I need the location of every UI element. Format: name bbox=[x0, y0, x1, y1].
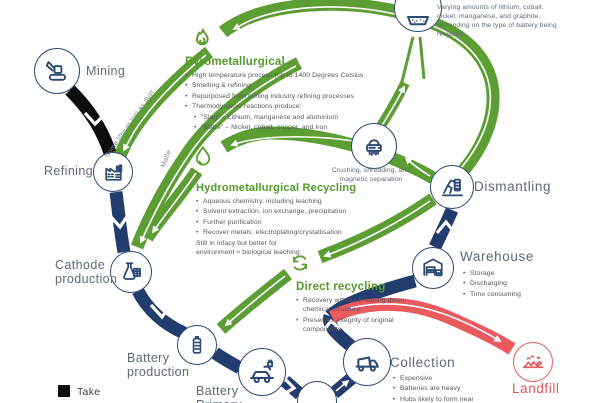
excavator-icon bbox=[45, 61, 67, 81]
flask-icon bbox=[123, 262, 141, 280]
take-ribbon-mining-to-refining bbox=[65, 85, 117, 156]
hydrometallurgical-note-line1: Still in infacy but better for bbox=[196, 239, 278, 247]
warehouse-label: Warehouse bbox=[460, 249, 534, 264]
take-legend-swatch bbox=[58, 385, 70, 397]
battery-icon bbox=[192, 335, 202, 354]
hydrometallurgical-note-line2: environment ≈ biological leaching bbox=[196, 248, 300, 256]
take-legend-label: Take bbox=[77, 386, 101, 398]
crushing-caption: Crushing, shredding, and magnetic separa… bbox=[331, 167, 411, 183]
black-mass-note: Varying amounts of lithium, cobalt, nick… bbox=[437, 4, 557, 38]
battery-primary-use-label: Battery Primary use bbox=[196, 384, 241, 403]
direct-recycling-block: Direct recycling Recovery without breaki… bbox=[296, 281, 408, 336]
dismantling-label: Dismantling bbox=[474, 179, 552, 194]
battery-production-node bbox=[177, 325, 217, 365]
pyrometallurgical-bullets: High temperature process (up to 1400 Deg… bbox=[185, 71, 365, 112]
collection-node bbox=[343, 338, 391, 386]
hydrometallurgical-bullets: Aqueous chemistry, including leaching So… bbox=[196, 197, 366, 238]
direct-recycling-title: Direct recycling bbox=[296, 281, 386, 293]
pyrometallurgical-sub-bullets: “Slag” – Lithium, manganese and aluminiu… bbox=[194, 113, 365, 133]
dismantling-node bbox=[430, 165, 474, 209]
black-mass-fork-line-left bbox=[397, 36, 415, 95]
landfill-node bbox=[513, 342, 553, 382]
flame-icon bbox=[195, 28, 209, 46]
black-mass-tray-icon bbox=[407, 16, 429, 26]
landfill-label: Landfill bbox=[512, 381, 560, 396]
hydrometallurgical-block: Hydrometallurgical Recycling Aqueous che… bbox=[196, 182, 366, 257]
mining-node bbox=[34, 48, 80, 94]
electric-car-icon bbox=[250, 359, 274, 383]
hydro-droplet-icon-wrap bbox=[192, 145, 214, 178]
ribbon-cathode-to-battery-production bbox=[132, 287, 187, 339]
pyro-flame-icon-wrap bbox=[189, 26, 217, 60]
cathode-production-label: Cathode production bbox=[55, 258, 118, 286]
landfill-icon bbox=[522, 355, 544, 369]
ribbon-dismantling-to-hydro bbox=[220, 126, 437, 184]
refining-node bbox=[93, 152, 133, 192]
mining-label: Mining bbox=[86, 64, 126, 78]
warehouse-icon bbox=[423, 258, 443, 277]
ribbon-refining-to-cathode bbox=[109, 191, 131, 254]
ribbon-battery-production-to-primary-use bbox=[211, 347, 244, 374]
pyrometallurgical-title: Pyrometallurgical bbox=[185, 56, 285, 68]
black-mass-fork-line-right bbox=[418, 36, 426, 80]
collection-bullets: Expensive Batteries are heavy Hubs likel… bbox=[393, 374, 475, 403]
factory-icon bbox=[104, 163, 122, 181]
dump-truck-icon bbox=[355, 356, 379, 372]
ribbon-top-ring-to-pyro bbox=[218, 0, 500, 176]
cathode-production-node bbox=[110, 251, 152, 293]
pyrometallurgical-block: Pyrometallurgical High temperature proce… bbox=[185, 56, 365, 133]
circular-arrows-icon bbox=[292, 255, 308, 271]
warehouse-bullets: Storage Discharging Time consuming bbox=[463, 269, 543, 300]
warehouse-node bbox=[412, 247, 454, 289]
dismantling-robot-arm-icon bbox=[441, 178, 463, 196]
droplet-icon bbox=[195, 146, 211, 166]
refining-label: Refining bbox=[44, 164, 94, 178]
hydrometallurgical-title: Hydrometallurgical Recycling bbox=[196, 182, 357, 194]
battery-production-label: Battery production bbox=[127, 351, 190, 379]
battery-primary-use-node bbox=[238, 348, 286, 396]
direct-recycling-icon-wrap bbox=[287, 250, 313, 281]
collection-label: Collection bbox=[390, 355, 456, 370]
shredder-icon bbox=[366, 139, 382, 156]
ribbon-warehouse-to-dismantling bbox=[429, 207, 458, 250]
direct-recycling-bullets: Recovery without breaking down chemical … bbox=[296, 296, 408, 335]
chevron-breaks bbox=[83, 111, 456, 396]
